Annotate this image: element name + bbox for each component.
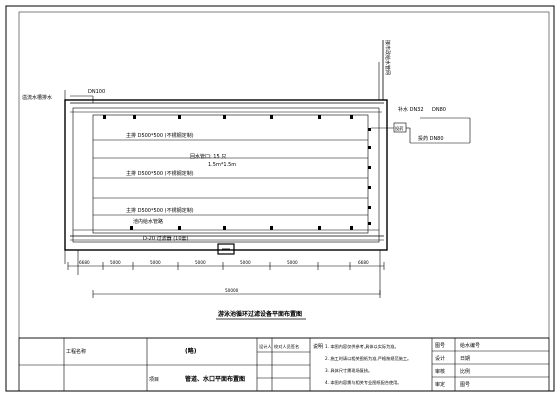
tb-check-value: 比例 (460, 368, 470, 375)
tb-approve-value: 图号 (460, 382, 470, 388)
inlet-label: 池内给水管路 (133, 218, 163, 225)
return-spec: 1.5m*1.5m (208, 162, 236, 168)
return-note: 回水管口: 15 只 (190, 153, 226, 160)
inner-frame (18, 11, 550, 339)
bottom-nozzles (130, 226, 353, 230)
tb-note-3: 3. 具体尺寸需现场复核。 (325, 367, 372, 374)
tb-check: 审核 (435, 368, 445, 375)
tb-approve: 审定 (435, 381, 445, 388)
filter-label: D-20 过滤器 (10套) (143, 235, 189, 242)
dim-seg-3: 5000 (195, 260, 206, 265)
dim-seg-2: 5000 (150, 260, 161, 265)
supply-pipe-label: DN80 (432, 107, 446, 113)
tb-designer-label: 设计人 (259, 343, 272, 350)
top-nozzles (103, 115, 353, 119)
dim-ticks (67, 262, 385, 270)
tb-note-1: 1. 本图内容仅供参考,具体以实际为准。 (325, 343, 399, 350)
chem-box (393, 122, 407, 133)
pool-deck-line (92, 114, 369, 234)
tb-drawing-no-value: 给水编号 (460, 342, 480, 349)
chem-label: 投药 DN80 (418, 135, 444, 142)
drain-pipe-label: DN100 (88, 89, 105, 95)
dim-total: 50000 (225, 288, 239, 293)
pool-inner-wall (72, 107, 380, 243)
pump-symbol (217, 243, 235, 255)
main-pipe-label-2: 主排 D500*500 (不锈钢定制) (126, 170, 194, 177)
tb-note-4: 4. 本图内容需与相关专业图纸配合使用。 (325, 379, 402, 386)
tb-note-2: 2. 施工时请以相关图纸为准,严格按规范施工。 (325, 355, 411, 362)
tb-drawing-no: 图号 (435, 343, 445, 349)
tb-notes-label: 说明 (313, 343, 323, 350)
tb-design-value: 日期 (460, 356, 470, 362)
dim-seg-right: 6680 (358, 260, 369, 265)
main-pipe-label-3: 主排 D500*500 (不锈钢定制) (126, 207, 194, 214)
drain-label: 溢流水槽排水 (22, 94, 52, 101)
dim-seg-1: 5000 (110, 260, 121, 265)
tb-item-label: 项目 (149, 377, 159, 383)
tb-project-value: (略) (185, 347, 197, 355)
tb-reviewer-label: 校对人员签名 (274, 343, 299, 350)
dim-seg-5: 5000 (287, 260, 298, 265)
main-pipe-label-1: 主排 D500*500 (不锈钢定制) (126, 132, 194, 139)
outer-frame (5, 5, 555, 392)
tb-item-value: 管道、水口平面布置图 (185, 375, 245, 383)
vertical-label: 接市政给水管网 (384, 40, 391, 75)
tb-design: 设计 (435, 355, 445, 362)
supply-label: 补水 DN32 (398, 106, 424, 113)
tb-project-label: 工程名称 (66, 348, 86, 355)
right-nozzles (368, 128, 371, 225)
title-block (18, 337, 550, 392)
box-label: 投药 (395, 125, 403, 132)
dim-seg-4: 5000 (240, 260, 251, 265)
drawing-title: 游泳池循环过滤设备平面布置图 (218, 310, 302, 318)
dim-seg-left: 6680 (79, 260, 90, 265)
